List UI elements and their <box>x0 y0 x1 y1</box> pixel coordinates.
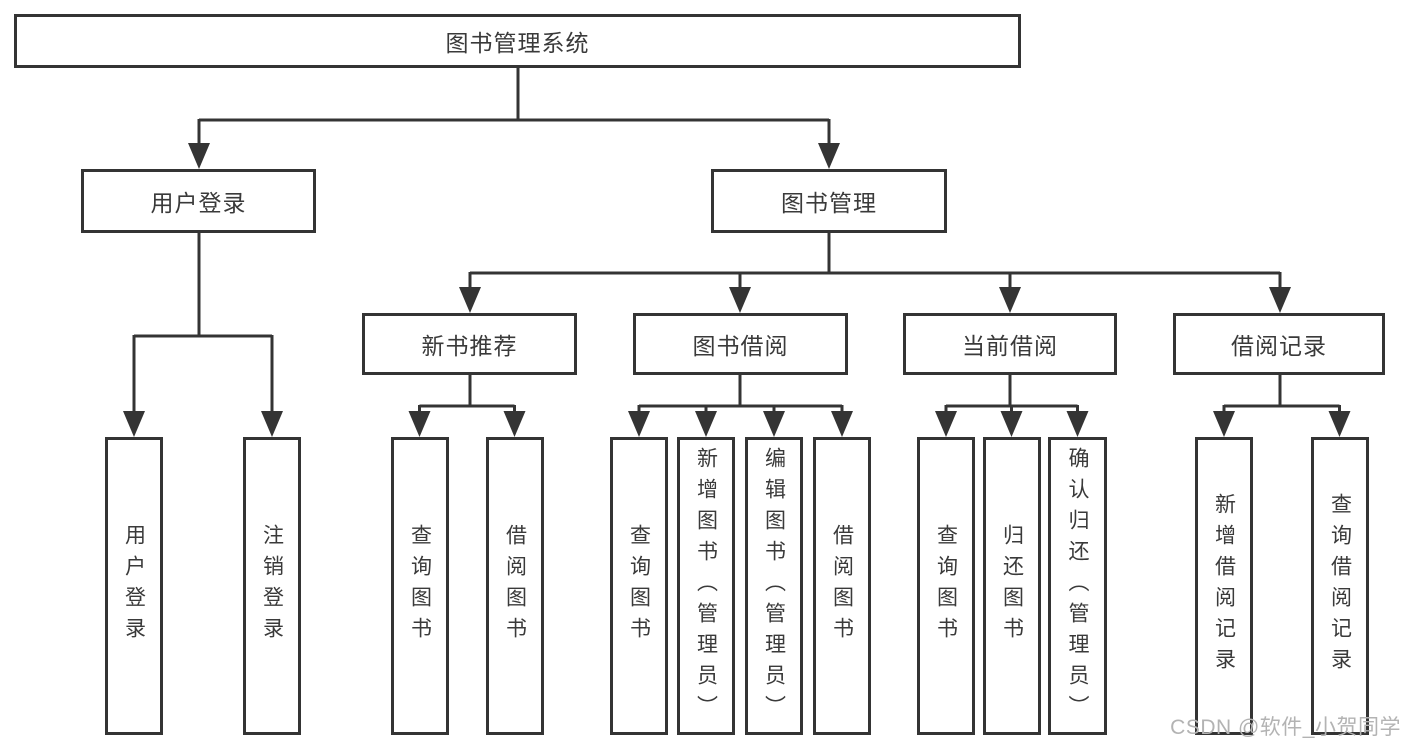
node-new-book-recommend-label: 新书推荐 <box>421 333 518 359</box>
watermark: CSDN @软件_小贺同学 <box>1170 716 1401 739</box>
leaf-query-books-borrow-label: 查询图书 <box>627 524 651 648</box>
node-book-management: 图书管理 <box>711 169 947 233</box>
node-root-label: 图书管理系统 <box>445 30 590 56</box>
leaf-return-book: 归还图书 <box>983 437 1041 735</box>
leaf-query-books-recommend: 查询图书 <box>391 437 449 735</box>
leaf-borrow-books-label: 借阅图书 <box>830 524 854 648</box>
leaf-add-book-admin: 新增图书（管理员） <box>677 437 735 735</box>
node-user-login: 用户登录 <box>81 169 316 233</box>
leaf-confirm-return-admin-label: 确认归还（管理员） <box>1066 446 1089 726</box>
leaf-query-books-recommend-label: 查询图书 <box>408 524 432 648</box>
node-borrow-record: 借阅记录 <box>1173 313 1385 375</box>
leaf-return-book-label: 归还图书 <box>1000 524 1024 648</box>
arrowheads <box>123 143 1351 437</box>
node-current-borrow: 当前借阅 <box>903 313 1117 375</box>
leaf-borrow-books-recommend-label: 借阅图书 <box>503 524 527 648</box>
leaf-logout-label: 注销登录 <box>260 524 284 648</box>
node-current-borrow-label: 当前借阅 <box>962 333 1058 359</box>
leaf-add-borrow-record-label: 新增借阅记录 <box>1212 493 1236 679</box>
node-book-borrow-label: 图书借阅 <box>692 333 789 359</box>
node-borrow-record-label: 借阅记录 <box>1231 333 1327 359</box>
leaf-user-login: 用户登录 <box>105 437 163 735</box>
leaf-query-books-borrow: 查询图书 <box>610 437 668 735</box>
leaf-edit-book-admin: 编辑图书（管理员） <box>745 437 803 735</box>
node-user-login-label: 用户登录 <box>150 190 247 216</box>
leaf-logout: 注销登录 <box>243 437 301 735</box>
node-book-management-label: 图书管理 <box>781 190 877 216</box>
leaf-query-borrow-record-label: 查询借阅记录 <box>1328 493 1352 679</box>
leaf-query-books-current: 查询图书 <box>917 437 975 735</box>
node-root: 图书管理系统 <box>14 14 1021 68</box>
leaf-confirm-return-admin: 确认归还（管理员） <box>1048 437 1107 735</box>
node-new-book-recommend: 新书推荐 <box>362 313 577 375</box>
leaf-query-borrow-record: 查询借阅记录 <box>1311 437 1369 735</box>
leaf-query-books-current-label: 查询图书 <box>934 524 958 648</box>
leaf-user-login-label: 用户登录 <box>122 524 146 648</box>
leaf-add-book-admin-label: 新增图书（管理员） <box>694 446 718 726</box>
leaf-borrow-books: 借阅图书 <box>813 437 871 735</box>
leaf-add-borrow-record: 新增借阅记录 <box>1195 437 1253 735</box>
node-book-borrow: 图书借阅 <box>633 313 848 375</box>
leaf-borrow-books-recommend: 借阅图书 <box>486 437 544 735</box>
leaf-edit-book-admin-label: 编辑图书（管理员） <box>762 446 786 726</box>
